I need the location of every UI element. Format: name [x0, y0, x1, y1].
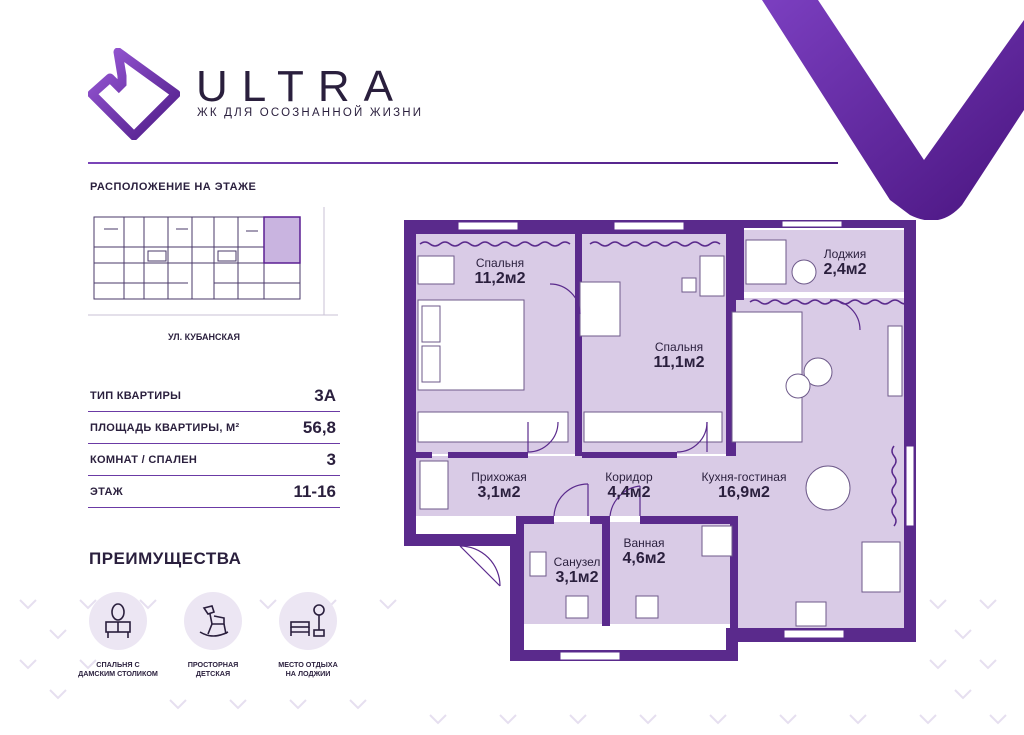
- brand-name: ULTRA: [196, 62, 407, 111]
- room-bathroom: Ванная 4,6м2: [622, 536, 666, 567]
- spec-label: ПЛОЩАДЬ КВАРТИРЫ, М²: [90, 421, 240, 434]
- vanity-table-icon: [89, 592, 147, 650]
- room-loggia: Лоджия 2,4м2: [823, 247, 867, 278]
- brand-tagline: ЖК ДЛЯ ОСОЗНАННОЙ ЖИЗНИ: [197, 107, 424, 119]
- chevron-pattern: [19, 599, 1007, 725]
- ultra-logo-icon: [88, 48, 180, 140]
- spec-value: 11-16: [293, 481, 336, 501]
- spec-row-area: ПЛОЩАДЬ КВАРТИРЫ, М² 56,8: [88, 412, 340, 444]
- rocking-horse-icon: [184, 592, 242, 650]
- room-bedroom-1: Спальня 11,2м2: [474, 256, 526, 287]
- spec-row-floor: ЭТАЖ 11-16: [88, 476, 340, 508]
- floor-location-plan: [88, 207, 338, 327]
- room-corridor: Коридор 4,4м2: [605, 470, 653, 501]
- spec-value: 3: [326, 449, 336, 469]
- spec-value: 56,8: [302, 417, 336, 437]
- location-title: РАСПОЛОЖЕНИЕ НА ЭТАЖЕ: [90, 181, 257, 193]
- spec-row-rooms: КОМНАТ / СПАЛЕН 3: [88, 444, 340, 476]
- street-label: УЛ. КУБАНСКАЯ: [168, 332, 240, 342]
- v-shape-decoration: [762, 0, 1024, 220]
- room-kitchen-living: Кухня-гостиная 16,9м2: [701, 470, 787, 501]
- floor-plan-drawing: [404, 220, 916, 661]
- bench-tree-icon: [279, 592, 337, 650]
- apartment-floor-plan: Спальня 11,2м2 Спальня 11,1м2 Лоджия 2,4…: [400, 216, 920, 661]
- spec-value: 3А: [314, 385, 336, 405]
- spec-row-type: ТИП КВАРТИРЫ 3А: [88, 380, 340, 412]
- spec-label: ТИП КВАРТИРЫ: [90, 389, 182, 402]
- specs-table: ТИП КВАРТИРЫ 3А ПЛОЩАДЬ КВАРТИРЫ, М² 56,…: [88, 380, 340, 508]
- room-bedroom-2: Спальня 11,1м2: [653, 340, 705, 371]
- spec-label: КОМНАТ / СПАЛЕН: [90, 453, 198, 466]
- advantages-title: ПРЕИМУЩЕСТВА: [89, 549, 242, 568]
- room-wc: Санузел 3,1м2: [553, 555, 601, 586]
- room-hall: Прихожая 3,1м2: [471, 470, 527, 501]
- spec-label: ЭТАЖ: [90, 485, 123, 498]
- header-divider: [88, 162, 838, 164]
